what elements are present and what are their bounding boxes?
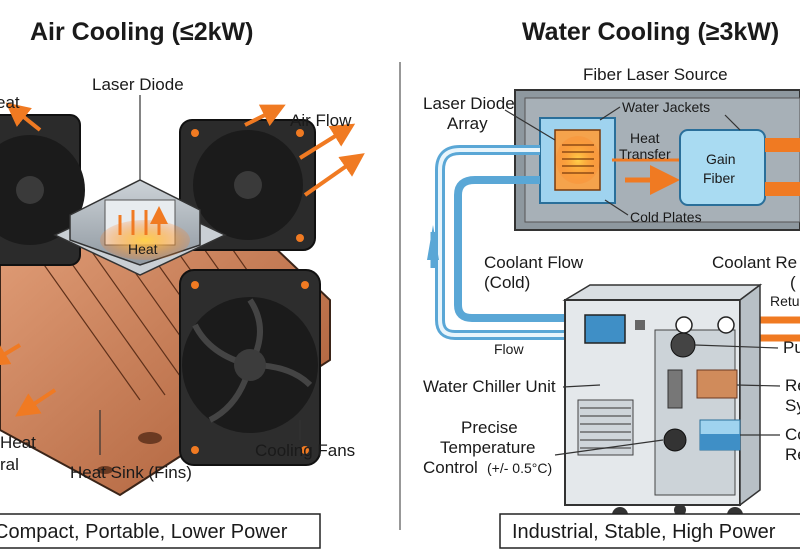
label-precise-2: Temperature: [440, 438, 535, 457]
label-heat-left-cut: eat: [0, 93, 20, 112]
label-heat-transfer-2: Transfer: [619, 146, 671, 162]
refrigeration-coil: [696, 369, 738, 399]
label-heat-sink: Heat Sink (Fins): [70, 463, 192, 482]
pump: [670, 332, 696, 358]
mount-hole: [138, 432, 162, 444]
label-laser-diode-array-2: Array: [447, 114, 488, 133]
label-gain-fiber-2: Fiber: [703, 170, 735, 186]
label-gain-fiber-1: Gain: [706, 151, 736, 167]
pressure-gauge: [675, 316, 693, 334]
label-coolant-res-2: Re: [785, 445, 800, 464]
gain-fiber-module: [679, 129, 766, 206]
label-cold-plates: Cold Plates: [630, 209, 702, 225]
water-cooling-illustration: Fiber Laser Source Laser Diode Array Wat…: [423, 65, 800, 549]
cooling-fan-front: [179, 269, 321, 466]
leader-water-jackets: [599, 106, 621, 121]
label-refrig-cut-1: Re: [785, 376, 800, 395]
right-caption: Industrial, Stable, High Power: [512, 521, 776, 543]
water-chiller-unit: [562, 283, 763, 523]
label-heat-left-cut-2: Heat: [0, 433, 36, 452]
label-cooling-fans: Cooling Fans: [255, 441, 355, 460]
label-air-flow: Air Flow: [290, 111, 352, 130]
label-precise-3: Control: [423, 458, 478, 477]
label-fiber-laser-source: Fiber Laser Source: [583, 65, 728, 84]
label-coolant-flow-cold-1: Coolant Flow: [484, 253, 584, 272]
laser-diode-module: [53, 179, 227, 276]
chiller-display: [584, 314, 626, 344]
label-water-chiller-unit: Water Chiller Unit: [423, 377, 556, 396]
label-precise-4: (+/- 0.5°C): [487, 460, 552, 476]
left-caption: Compact, Portable, Lower Power: [0, 521, 288, 543]
label-refrig-cut-2: Sy: [785, 396, 800, 415]
label-laser-diode: Laser Diode: [92, 75, 184, 94]
label-water-jackets: Water Jackets: [622, 99, 710, 115]
cooling-fan-back-right: [179, 119, 316, 251]
left-caption-box: [0, 513, 321, 549]
right-title: Water Cooling (≥3kW): [522, 18, 779, 46]
control-knob: [663, 428, 687, 452]
air-cooling-illustration: Laser Diode Heat eat Air Flow Heat ral H: [0, 75, 365, 549]
chiller-vent: [577, 399, 634, 456]
leader-cold-plates: [604, 199, 629, 216]
label-heat-transfer-1: Heat: [630, 130, 660, 146]
pressure-gauge: [717, 316, 735, 334]
label-laser-diode-array-1: Laser Diode: [423, 94, 515, 113]
leader-diode-array: [504, 109, 556, 141]
label-coolant-flow-cold-2: (Cold): [484, 273, 530, 292]
air-flow-arrows: [0, 102, 365, 417]
label-pump-cut: Pu: [783, 338, 800, 357]
label-coolant-res-1: Co: [785, 425, 800, 444]
label-ral-cut: ral: [0, 455, 19, 474]
label-coolant-return-2: (: [790, 273, 796, 292]
mount-hole: [97, 466, 113, 474]
label-heat: Heat: [128, 241, 158, 257]
left-title: Air Cooling (≤2kW): [30, 18, 253, 46]
label-flow: Flow: [494, 341, 524, 357]
label-coolant-return: Coolant Re: [712, 253, 797, 272]
label-return-cut: Retu: [770, 293, 800, 309]
label-precise-1: Precise: [461, 418, 518, 437]
coolant-pipe-return: [755, 316, 800, 342]
right-caption-box: [499, 513, 800, 549]
cooling-fan-back-left: [0, 114, 85, 266]
